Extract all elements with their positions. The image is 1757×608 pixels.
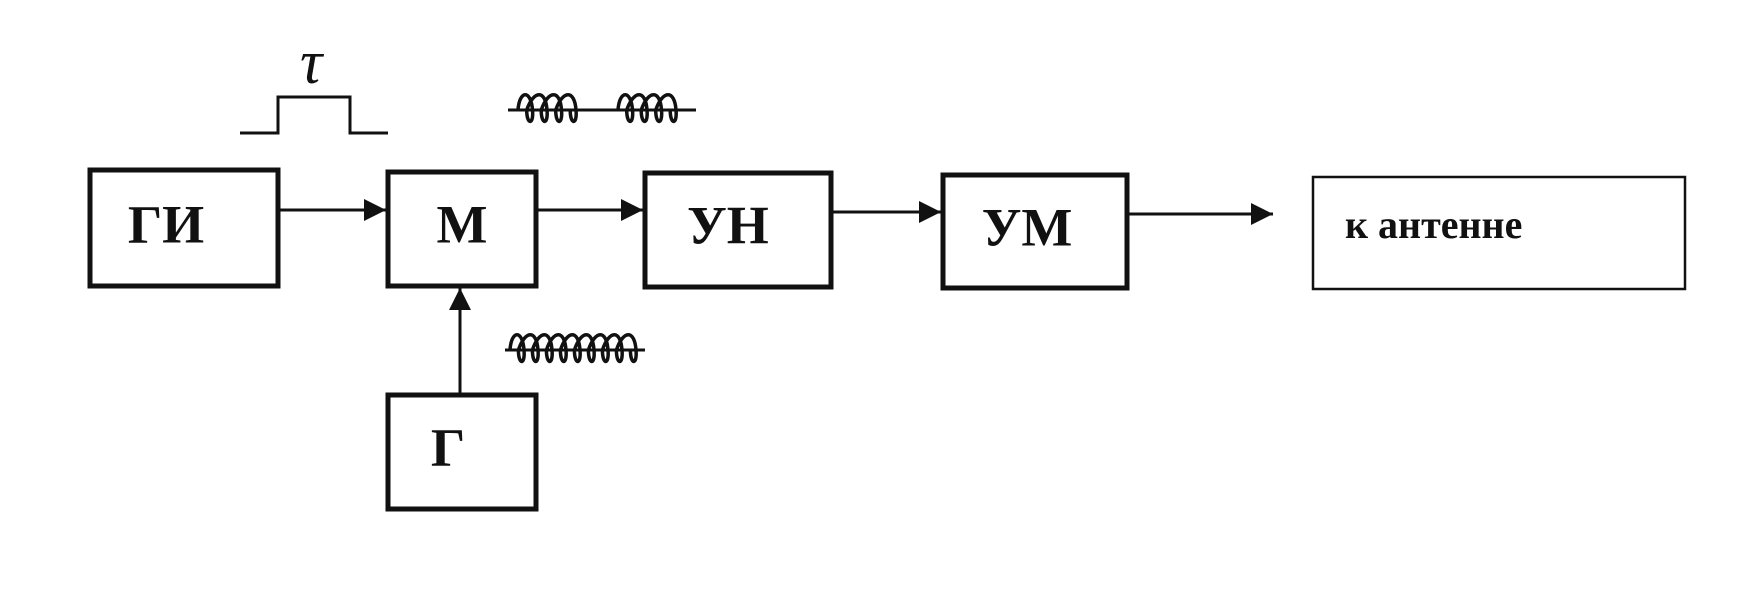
pulse-waveform <box>240 95 388 135</box>
pulse-generator-label: ГИ <box>128 194 204 254</box>
carrier-waveform <box>505 332 645 364</box>
power-amplifier-block: УМ <box>940 172 1130 291</box>
pulse-duration-label: τ <box>300 29 325 97</box>
pulse-generator-block: ГИ <box>87 167 281 289</box>
driver-amplifier-label: УН <box>687 195 769 255</box>
modulator-label: М <box>437 194 488 254</box>
power-amplifier-label: УМ <box>982 197 1073 257</box>
oscillator-label: Г <box>431 417 465 477</box>
antenna-output-block: к антенне <box>1311 175 1687 291</box>
driver-amplifier-block: УН <box>642 170 834 290</box>
radio-pulse-waveform <box>508 92 696 124</box>
modulator-block: М <box>385 169 539 289</box>
oscillator-block: Г <box>385 392 539 512</box>
antenna-output-label: к антенне <box>1345 202 1522 247</box>
